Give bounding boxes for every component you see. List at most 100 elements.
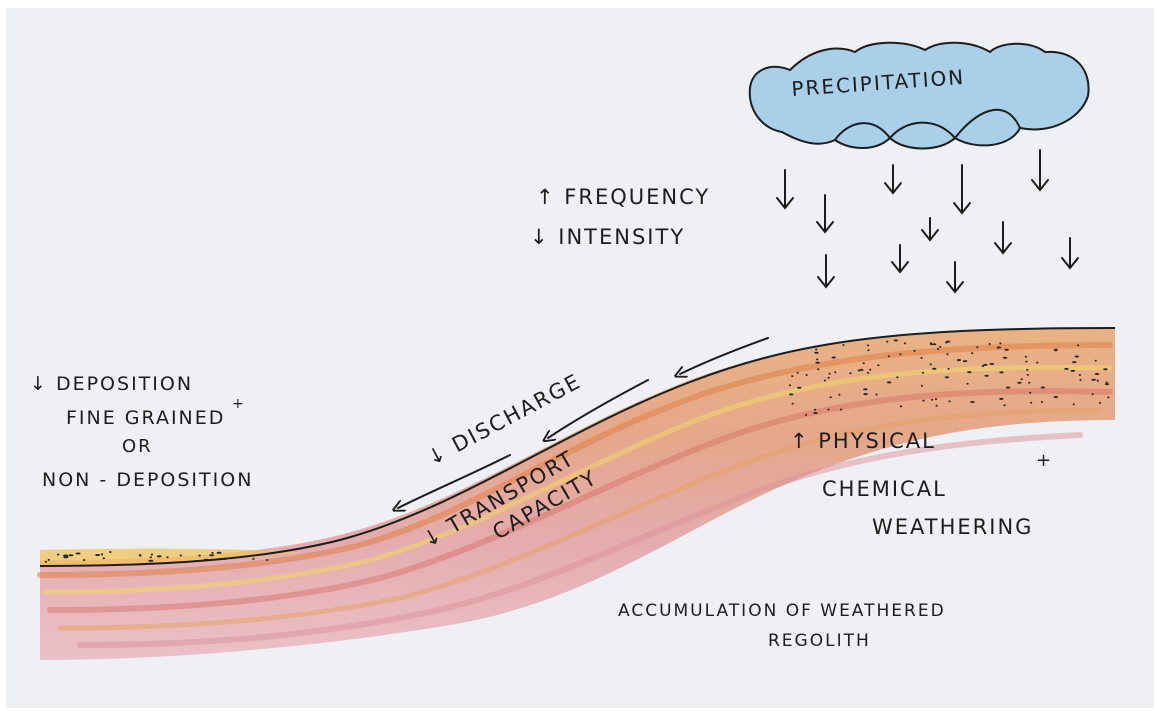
stipple-dot (920, 357, 922, 359)
stipple-dot (1077, 344, 1079, 346)
stipple-dot (816, 358, 818, 360)
stipple-dot (1025, 356, 1027, 358)
stipple-dot (945, 376, 949, 378)
stipple-dot (198, 555, 200, 557)
stipple-dot (789, 384, 791, 386)
stipple-dot (1095, 360, 1097, 362)
plus-sign-right: + (1036, 450, 1053, 471)
stipple-dot (838, 394, 840, 396)
stipple-dot (158, 555, 160, 557)
rain-arrow-9 (892, 245, 908, 272)
or-label: OR (122, 436, 153, 457)
stipple-dot (894, 339, 898, 341)
stipple-dot (48, 559, 50, 561)
stipple-dot (900, 405, 902, 407)
stipple-dot (1029, 392, 1031, 394)
rain-arrow-10 (947, 262, 963, 292)
stipple-dot (829, 373, 831, 375)
stipple-dot (887, 381, 891, 383)
rain-arrow-7 (995, 222, 1011, 253)
chemical-label: CHEMICAL (822, 477, 947, 501)
stipple-dot (1092, 393, 1094, 395)
stipple-dot (1026, 369, 1028, 371)
stipple-dot (896, 376, 898, 378)
stipple-dot (828, 377, 830, 379)
stipple-dot (1105, 383, 1109, 385)
stipple-dot (931, 399, 933, 401)
rain-arrow-3 (885, 165, 901, 193)
stipple-dot (209, 554, 214, 556)
stipple-dot (83, 559, 85, 561)
stipple-dot (939, 346, 941, 348)
stipple-dot (1075, 356, 1079, 358)
deposition-label: ↓ DEPOSITION (30, 373, 193, 395)
stipple-dot (990, 363, 994, 365)
stipple-dot (817, 368, 819, 370)
rain-arrow-1 (777, 170, 793, 208)
stipple-dot (1071, 370, 1075, 372)
plus-sign-left: + (232, 396, 246, 412)
stipple-dot (967, 371, 971, 373)
stipple-dot (151, 554, 153, 556)
stipple-dot (1017, 382, 1021, 384)
stipple-dot (814, 352, 818, 354)
stipple-dot (1107, 396, 1109, 398)
rain-arrow-4 (954, 165, 970, 213)
intensity-label: ↓ INTENSITY (530, 225, 685, 249)
stipple-dot (217, 552, 222, 554)
stipple-dot (877, 364, 879, 366)
stipple-dot (949, 400, 951, 402)
stipple-dot (999, 342, 1001, 344)
stipple-dot (899, 353, 901, 355)
stipple-dot (139, 555, 141, 557)
stipple-dot (863, 393, 865, 395)
stipple-dot (1079, 379, 1081, 381)
stipple-dot (797, 372, 799, 374)
stipple-dot (832, 357, 836, 359)
stipple-dot (68, 554, 73, 556)
stipple-dot (863, 362, 865, 364)
stipple-dot (863, 388, 867, 390)
stipple-dot (999, 398, 1003, 400)
weathering-label: WEATHERING (872, 515, 1033, 539)
stipple-dot (921, 385, 923, 387)
stipple-dot (989, 343, 991, 345)
stipple-dot (946, 353, 948, 355)
rain-arrow-8 (818, 255, 834, 287)
stipple-dot (792, 403, 794, 405)
stipple-dot (252, 558, 254, 560)
stipple-dot (103, 557, 105, 559)
stipple-dot (148, 560, 153, 562)
stipple-dot (984, 375, 988, 377)
stipple-dot (976, 346, 978, 348)
stipple-dot (1030, 402, 1032, 404)
stipple-dot (1097, 380, 1099, 382)
physical-label: ↑ PHYSICAL (790, 429, 936, 453)
stipple-dot (166, 556, 168, 558)
stipple-dot (814, 409, 816, 411)
stipple-dot (1091, 379, 1095, 381)
stipple-dot (1036, 362, 1038, 364)
stipple-dot (1103, 368, 1107, 370)
stipple-dot (45, 561, 47, 563)
stipple-dot (859, 369, 863, 371)
stipple-dot (1021, 378, 1023, 380)
stipple-dot (904, 342, 906, 344)
stipple-dot (840, 409, 842, 411)
stipple-dot (791, 375, 793, 377)
stipple-dot (945, 342, 947, 344)
stipple-dot (101, 553, 103, 555)
stipple-dot (76, 553, 81, 555)
stipple-dot (875, 394, 877, 396)
stipple-dot (867, 372, 869, 374)
rain-arrow-6 (922, 218, 938, 240)
stipple-dot (1003, 357, 1007, 359)
stipple-dot (815, 349, 817, 351)
stipple-dot (797, 387, 801, 389)
stipple-dot (815, 362, 819, 364)
stipple-dot (886, 341, 888, 343)
stipple-dot (805, 414, 807, 416)
rain-arrow-2 (817, 195, 833, 232)
stipple-dot (935, 398, 937, 400)
stipple-dot (180, 555, 182, 557)
